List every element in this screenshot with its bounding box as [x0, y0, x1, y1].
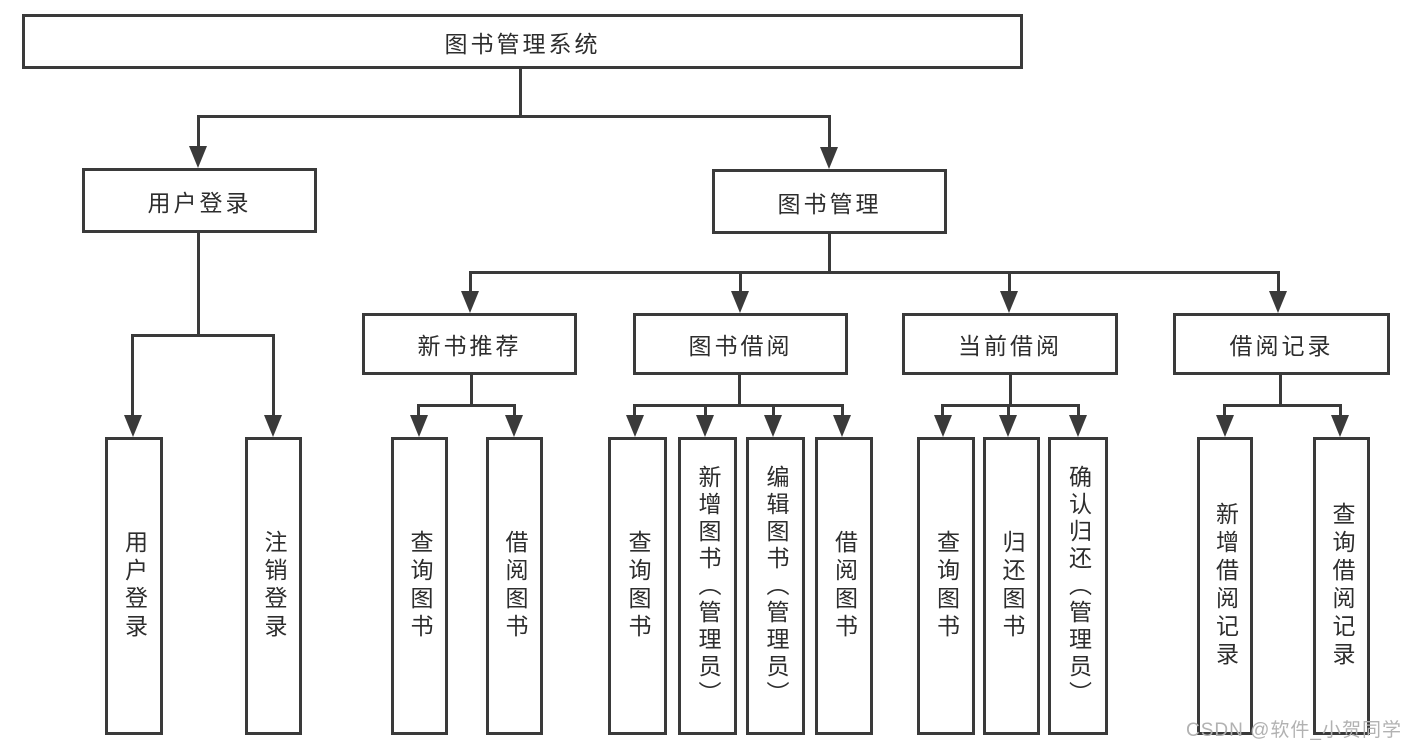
leaf-label: 新增借阅记录 [1212, 502, 1239, 670]
node-label: 图书管理系统 [444, 30, 601, 57]
connector-nbr-rail [417, 404, 516, 407]
node-new-book-recommend: 新书推荐 [362, 313, 577, 375]
leaf-query-books-current: 查询图书 [917, 437, 975, 735]
node-label: 新书推荐 [417, 333, 522, 359]
arrowhead-bb-borrow [833, 415, 851, 437]
node-label: 用户登录 [147, 189, 252, 216]
leaf-label: 归还图书 [999, 530, 1025, 642]
connector-shaft-br-query [1339, 404, 1342, 416]
connector-shaft-cb-query [941, 404, 944, 416]
connector-br-stem [1279, 375, 1282, 407]
arrowhead-leaf-user-login [124, 415, 142, 437]
node-user-login: 用户登录 [82, 168, 317, 233]
connector-shaft-new-book-recommend [469, 271, 472, 292]
connector-book-management-stem [828, 234, 831, 274]
arrowhead-br-query [1331, 415, 1349, 437]
node-label: 图书管理 [777, 190, 882, 217]
node-label: 当前借阅 [958, 333, 1062, 359]
connector-cb-rail [941, 404, 1080, 407]
leaf-borrow-books-recommend: 借阅图书 [486, 437, 543, 735]
connector-shaft-current-borrowing [1008, 271, 1011, 292]
leaf-borrow-books: 借阅图书 [815, 437, 873, 735]
arrowhead-br-add [1216, 415, 1234, 437]
leaf-query-books-borrowing: 查询图书 [608, 437, 667, 735]
leaf-label: 借阅图书 [831, 530, 858, 642]
leaf-confirm-return-admin: 确认归还（管理员） [1048, 437, 1108, 735]
connector-shaft-nbr-query [417, 404, 420, 416]
connector-cb-stem [1009, 375, 1012, 407]
arrowhead-leaf-logout [264, 415, 282, 437]
connector-shaft-leaf-logout [272, 334, 275, 416]
leaf-label: 查询图书 [625, 530, 651, 642]
node-current-borrowing: 当前借阅 [902, 313, 1118, 375]
connector-bb-rail [633, 404, 844, 407]
leaf-add-book-admin: 新增图书（管理员） [678, 437, 737, 735]
leaf-label: 用户登录 [121, 530, 148, 642]
arrowhead-nbr-query [410, 415, 428, 437]
node-borrowing-records: 借阅记录 [1173, 313, 1390, 375]
connector-shaft-book-management [828, 115, 831, 148]
connector-user-login-rail [131, 334, 275, 337]
node-book-management: 图书管理 [712, 169, 947, 234]
node-library-management-system: 图书管理系统 [22, 14, 1023, 69]
arrowhead-cb-return [999, 415, 1017, 437]
leaf-label: 确认归还（管理员） [1065, 464, 1092, 708]
connector-nbr-stem [470, 375, 473, 407]
arrowhead-bb-add [696, 415, 714, 437]
leaf-label: 查询借阅记录 [1329, 502, 1355, 670]
leaf-label: 查询图书 [933, 530, 960, 642]
connector-shaft-cb-confirm [1077, 404, 1080, 416]
leaf-label: 查询图书 [407, 530, 433, 642]
leaf-logout: 注销登录 [245, 437, 302, 735]
connector-user-login-stem [197, 233, 200, 337]
leaf-label: 借阅图书 [502, 530, 528, 642]
csdn-watermark: CSDN @软件_小贺同学 [1186, 720, 1402, 741]
arrowhead-user-login [189, 146, 207, 168]
node-label: 图书借阅 [688, 333, 793, 359]
leaf-query-books-recommend: 查询图书 [391, 437, 448, 735]
connector-shaft-leaf-user-login [131, 334, 134, 416]
connector-shaft-br-add [1223, 404, 1226, 416]
arrowhead-book-management [820, 147, 838, 169]
connector-bb-stem [738, 375, 741, 407]
leaf-add-borrow-record: 新增借阅记录 [1197, 437, 1253, 735]
leaf-query-borrow-record: 查询借阅记录 [1313, 437, 1370, 735]
leaf-user-login: 用户登录 [105, 437, 163, 735]
leaf-label: 新增图书（管理员） [695, 464, 721, 708]
connector-shaft-user-login [197, 115, 200, 147]
leaf-edit-book-admin: 编辑图书（管理员） [746, 437, 805, 735]
arrowhead-cb-confirm [1069, 415, 1087, 437]
connector-shaft-bb-edit [772, 404, 775, 416]
connector-shaft-bb-add [704, 404, 707, 416]
connector-shaft-borrowing-records [1277, 271, 1280, 292]
connector-br-rail [1223, 404, 1342, 407]
connector-root-stem [519, 69, 522, 117]
connector-shaft-cb-return [1007, 404, 1010, 416]
arrowhead-book-borrowing [731, 291, 749, 313]
arrowhead-cb-query [934, 415, 952, 437]
connector-shaft-bb-borrow [841, 404, 844, 416]
leaf-label: 注销登录 [261, 530, 287, 642]
connector-level2-rail [197, 115, 831, 118]
arrowhead-new-book-recommend [461, 291, 479, 313]
arrowhead-nbr-borrow [505, 415, 523, 437]
connector-shaft-book-borrowing [739, 271, 742, 292]
leaf-return-book: 归还图书 [983, 437, 1040, 735]
connector-shaft-nbr-borrow [513, 404, 516, 416]
node-book-borrowing: 图书借阅 [633, 313, 848, 375]
leaf-label: 编辑图书（管理员） [763, 464, 789, 708]
arrowhead-bb-query [626, 415, 644, 437]
arrowhead-borrowing-records [1269, 291, 1287, 313]
connector-shaft-bb-query [633, 404, 636, 416]
arrowhead-current-borrowing [1000, 291, 1018, 313]
node-label: 借阅记录 [1229, 333, 1334, 359]
connector-level3-rail [469, 271, 1280, 274]
arrowhead-bb-edit [764, 415, 782, 437]
